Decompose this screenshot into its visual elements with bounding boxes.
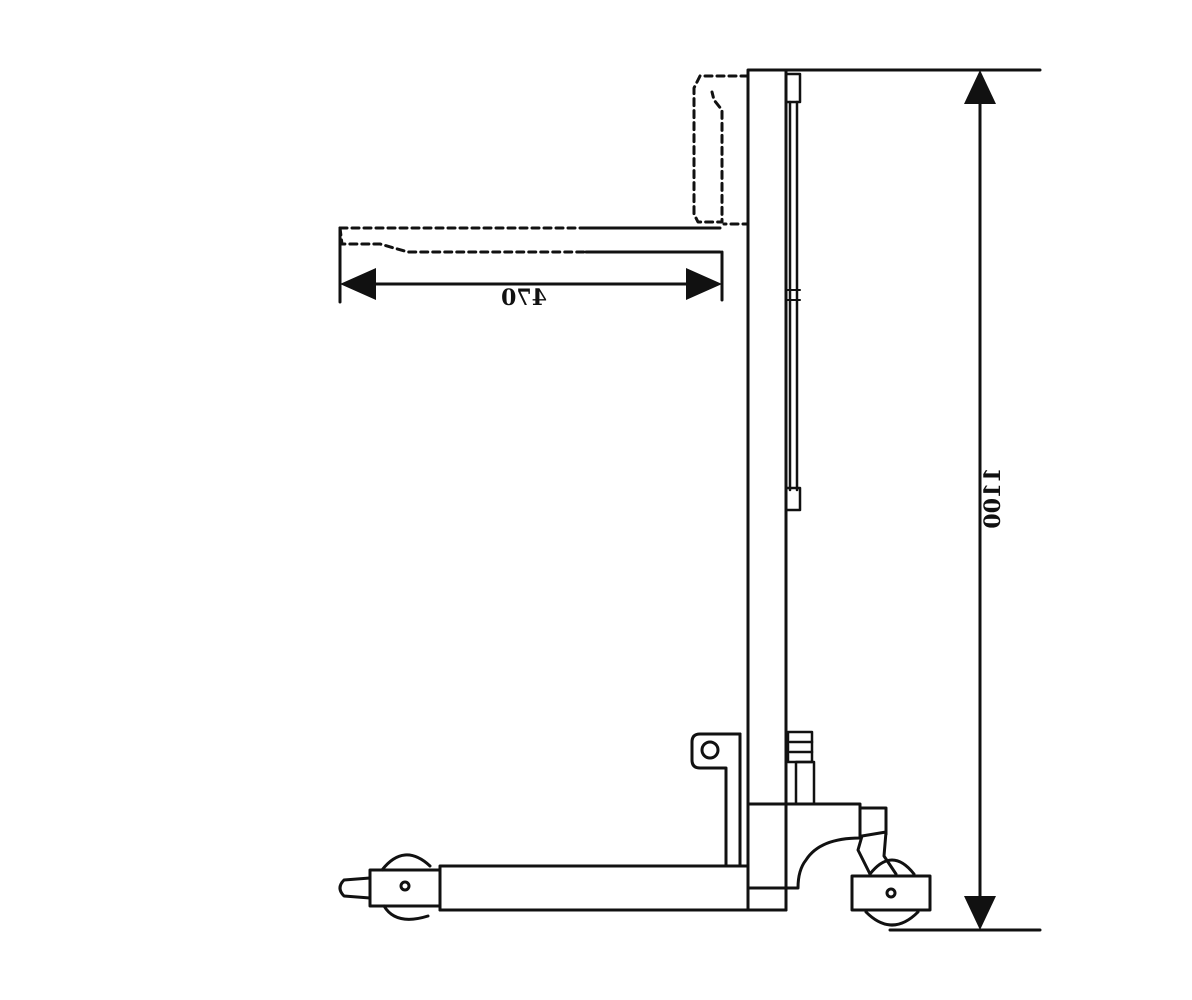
arrowhead-left (340, 268, 376, 300)
front-leg (338, 853, 788, 921)
dimension-overall-height (888, 98, 1042, 932)
dimension-arrows (340, 70, 996, 930)
chassis-base (746, 802, 862, 912)
pump-unit (786, 730, 816, 806)
raised-fork-dashed (338, 74, 750, 254)
fork-length-label: 470 (501, 285, 547, 311)
handle-bracket (690, 732, 742, 868)
fork (584, 226, 722, 254)
dimension-fork-length (338, 226, 724, 304)
overall-height-label: 1100 (980, 467, 1006, 528)
stacker-outline (338, 68, 1042, 932)
arrowhead-right (686, 268, 722, 300)
rear-caster (850, 806, 932, 927)
arrowhead-up (964, 70, 996, 104)
arrowhead-down (964, 896, 996, 930)
